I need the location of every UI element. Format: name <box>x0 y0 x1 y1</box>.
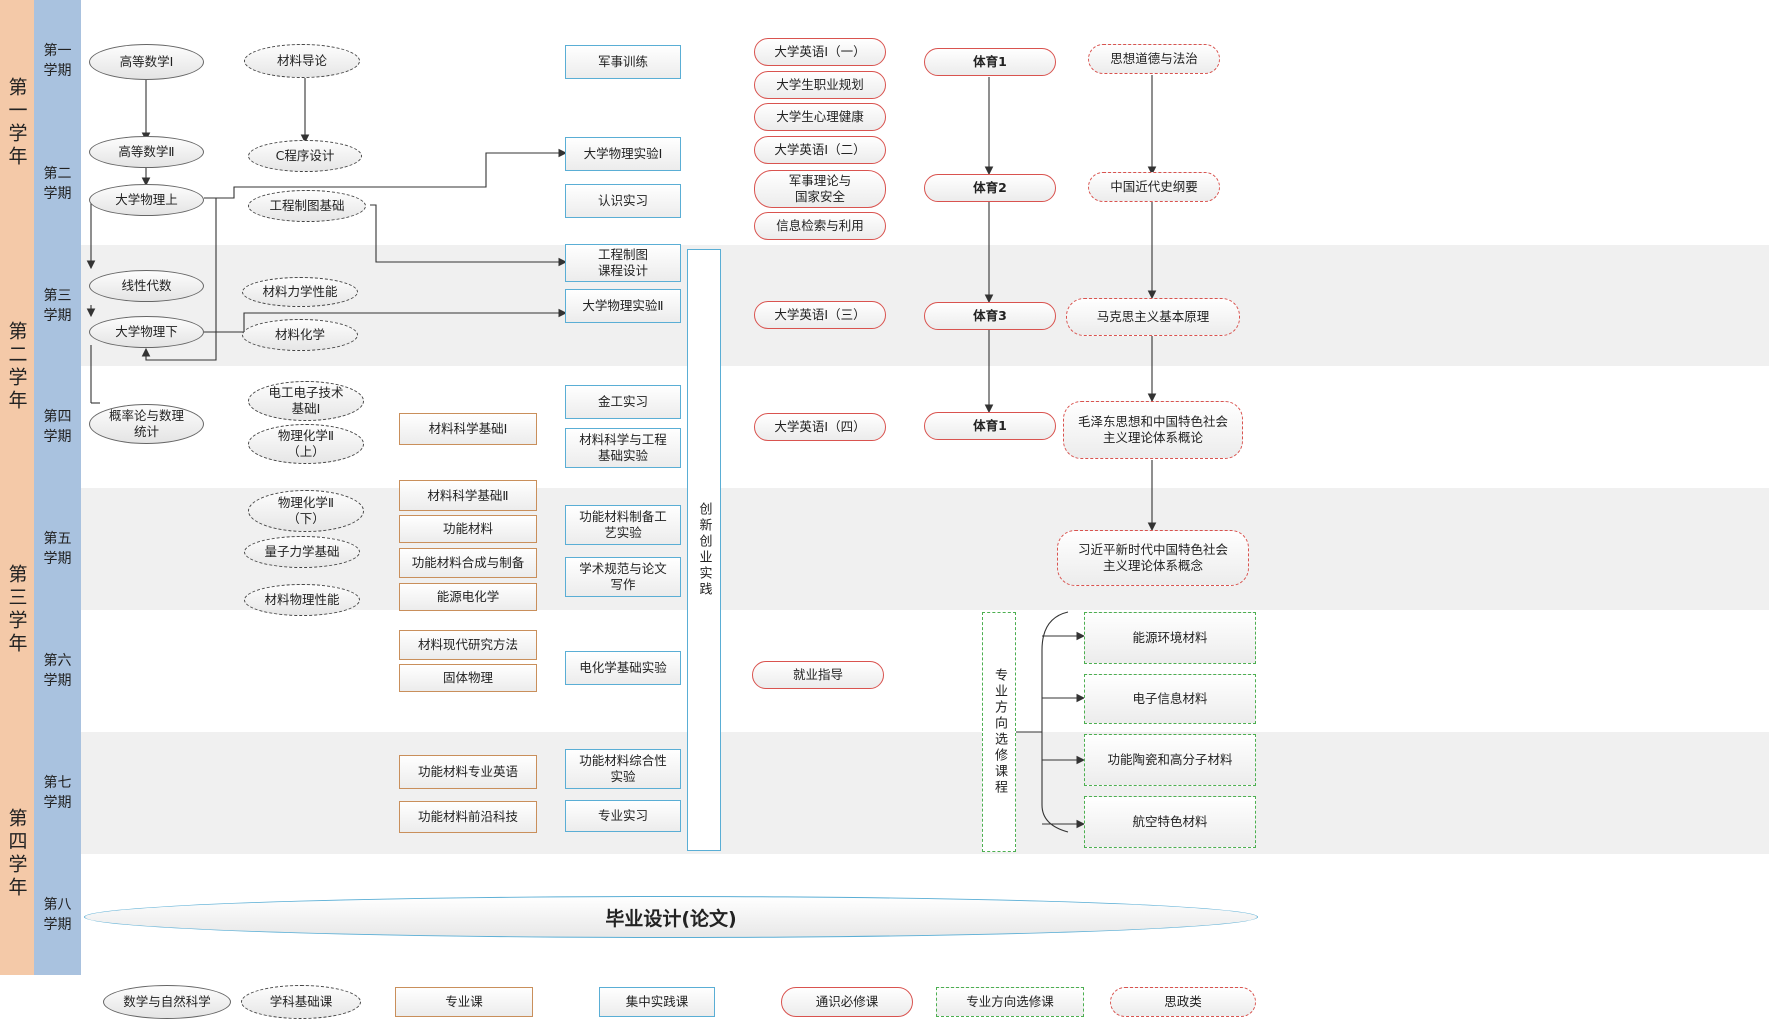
course-nengyuan-dianhua: 能源电化学 <box>399 583 537 611</box>
elective-hangkong: 航空特色材料 <box>1084 796 1256 848</box>
innovation-label: 创新创业实践 <box>696 502 712 598</box>
course-eng3: 大学英语Ⅰ（三） <box>754 301 886 329</box>
course-dianhua-shiyan: 电化学基础实验 <box>565 651 681 685</box>
course-wuli-xia: 大学物理下 <box>89 316 204 348</box>
course-renshi: 认识实习 <box>565 184 681 218</box>
innovation-practice: 创新创业实践 <box>687 249 721 851</box>
course-maogai: 毛泽东思想和中国特色社会 主义理论体系概论 <box>1063 401 1243 459</box>
course-gailv: 概率论与数理 统计 <box>89 404 204 444</box>
legend-general: 通识必修课 <box>781 987 913 1017</box>
year-label-2: 第二学年 <box>5 320 28 413</box>
year-label-3: 第三学年 <box>5 564 28 656</box>
legend-major: 专业课 <box>395 987 533 1017</box>
course-wuhua-xia: 物理化学Ⅱ （下） <box>248 490 364 532</box>
course-eng2: 大学英语Ⅰ（二） <box>754 136 886 164</box>
course-wuli-shiyan2: 大学物理实验Ⅱ <box>565 289 681 323</box>
course-jingong: 金工实习 <box>565 385 681 419</box>
course-jichu1: 材料科学基础Ⅰ <box>399 413 537 445</box>
course-lixue: 材料力学性能 <box>242 277 358 307</box>
course-gongcheng-zhitu: 工程制图基础 <box>248 190 366 222</box>
year-column <box>0 0 34 975</box>
legend-math: 数学与自然科学 <box>103 985 231 1019</box>
elective-group: 专业方向选修课程 <box>982 612 1016 852</box>
course-zhitu-sheji: 工程制图 课程设计 <box>565 244 681 282</box>
semester-5: 第五 学期 <box>34 488 81 610</box>
course-junshi-lilun: 军事理论与 国家安全 <box>754 170 886 208</box>
course-ty2: 体育2 <box>924 174 1056 202</box>
course-xinli: 大学生心理健康 <box>754 103 886 131</box>
elective-label: 专业方向选修课程 <box>992 668 1007 796</box>
course-gongcheng-shiyan: 材料科学与工程 基础实验 <box>565 428 681 468</box>
course-zonghe-shiyan: 功能材料综合性 实验 <box>565 749 681 789</box>
legend-practice: 集中实践课 <box>599 987 715 1017</box>
course-jiuye: 就业指导 <box>752 661 884 689</box>
elective-dianzi: 电子信息材料 <box>1084 674 1256 724</box>
semester-4: 第四 学期 <box>34 366 81 488</box>
course-guti: 固体物理 <box>399 664 537 692</box>
course-gongneng: 功能材料 <box>399 515 537 543</box>
course-liangzi: 量子力学基础 <box>244 536 360 568</box>
course-wuhua-shang: 物理化学Ⅱ （上） <box>248 424 364 464</box>
year-label-4: 第四学年 <box>5 807 28 900</box>
course-jichu2: 材料科学基础Ⅱ <box>399 480 537 511</box>
course-xiandai-fangfa: 材料现代研究方法 <box>399 630 537 660</box>
course-ty3: 体育3 <box>924 302 1056 330</box>
graduation-thesis: 毕业设计(论文) <box>84 896 1258 938</box>
legend-politics: 思政类 <box>1110 987 1256 1017</box>
band-sem7 <box>81 732 1769 854</box>
course-yingyu: 功能材料专业英语 <box>399 755 537 789</box>
course-c-program: C程序设计 <box>248 140 362 172</box>
course-gaoshu2: 高等数学Ⅱ <box>89 136 204 168</box>
course-sixiu: 思想道德与法治 <box>1088 44 1220 74</box>
semester-8: 第八 学期 <box>34 854 81 975</box>
course-makesi: 马克思主义基本原理 <box>1066 298 1240 336</box>
course-lunwen: 学术规范与论文 写作 <box>565 557 681 597</box>
course-cailiao-daolun: 材料导论 <box>244 44 360 78</box>
course-hecheng: 功能材料合成与制备 <box>399 548 537 578</box>
elective-taoci: 功能陶瓷和高分子材料 <box>1084 734 1256 786</box>
semester-2: 第二 学期 <box>34 122 81 245</box>
course-junxun: 军事训练 <box>565 45 681 79</box>
course-diangong: 电工电子技术 基础Ⅰ <box>248 381 364 421</box>
elective-nengyuan: 能源环境材料 <box>1084 612 1256 664</box>
course-huaxue: 材料化学 <box>242 319 358 351</box>
semester-1: 第一 学期 <box>34 0 81 122</box>
course-zhibei-shiyan: 功能材料制备工 艺实验 <box>565 505 681 545</box>
course-wuli-xingneng: 材料物理性能 <box>244 584 360 616</box>
course-ty4: 体育1 <box>924 412 1056 440</box>
course-zhuanye-shixi: 专业实习 <box>565 800 681 832</box>
course-zhiye: 大学生职业规划 <box>754 71 886 99</box>
semester-6: 第六 学期 <box>34 610 81 732</box>
semester-3: 第三 学期 <box>34 245 81 366</box>
band-sem3 <box>81 245 1769 366</box>
year-label-1: 第一学年 <box>5 76 28 169</box>
course-xi: 习近平新时代中国特色社会 主义理论体系概念 <box>1057 530 1249 586</box>
semester-7: 第七 学期 <box>34 732 81 854</box>
course-gaoshu1: 高等数学Ⅰ <box>89 44 204 80</box>
course-eng4: 大学英语Ⅰ（四） <box>754 413 886 441</box>
course-jindaishi: 中国近代史纲要 <box>1088 172 1220 202</box>
course-xinxi: 信息检索与利用 <box>754 212 886 240</box>
course-wuli-shang: 大学物理上 <box>89 184 204 216</box>
legend-discipline: 学科基础课 <box>241 985 361 1019</box>
course-eng1: 大学英语Ⅰ（一） <box>754 38 886 66</box>
course-ty1: 体育1 <box>924 48 1056 76</box>
course-wuli-shiyan1: 大学物理实验Ⅰ <box>565 137 681 171</box>
course-qianyan: 功能材料前沿科技 <box>399 801 537 833</box>
legend-elective: 专业方向选修课 <box>936 987 1084 1017</box>
course-xiandai: 线性代数 <box>89 270 204 302</box>
